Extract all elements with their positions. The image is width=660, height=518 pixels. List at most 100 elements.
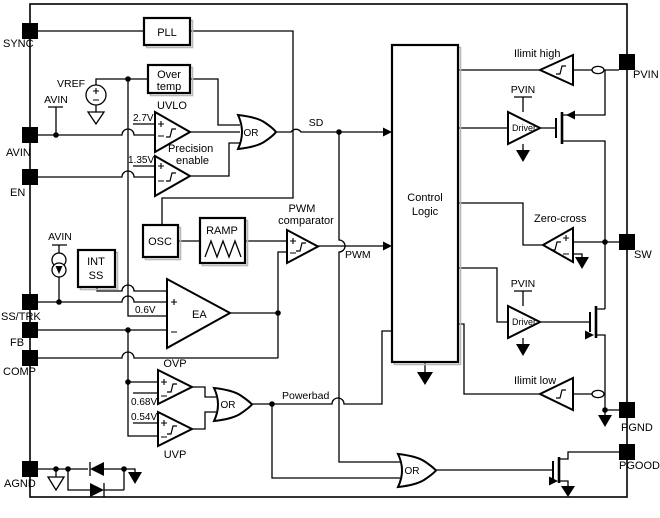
pvin-rail-label-1: PVIN xyxy=(511,84,536,96)
block-boxes xyxy=(76,16,462,366)
or1-label: OR xyxy=(244,128,259,139)
pin-label-comp: COMP xyxy=(3,366,36,378)
pin-label-sw: SW xyxy=(634,249,652,261)
pll-box xyxy=(142,16,192,47)
low-side-driver xyxy=(507,304,543,340)
driver2-label: Driver xyxy=(512,317,536,327)
uvp-comparator xyxy=(157,410,195,448)
agnd-analog-ground-icon xyxy=(46,476,66,492)
ilimit-high-comparator xyxy=(537,53,574,87)
vref-source-icon xyxy=(85,84,107,106)
pin-sync xyxy=(22,23,38,39)
ovp-comparator xyxy=(157,368,195,406)
ea-reference-label: 0.6V xyxy=(135,305,156,316)
avin-rail-label: AVIN xyxy=(44,94,68,106)
ilimit-high-label: Ilimit high xyxy=(514,48,560,60)
ovp-threshold-label: 0.68V xyxy=(131,397,157,408)
current-source-arrow xyxy=(55,266,63,274)
uvp-threshold-label: 0.54V xyxy=(131,412,157,423)
zero-cross-comparator xyxy=(540,226,574,264)
pin-label-fb: FB xyxy=(10,337,24,349)
uvlo-label: UVLO xyxy=(157,100,187,112)
pin-label-pvin: PVIN xyxy=(633,69,659,81)
pin-label-avin: AVIN xyxy=(6,147,31,159)
control-logic-label-1: Control xyxy=(407,192,442,204)
uvp-label: UVP xyxy=(164,449,187,461)
high-fet-arrow xyxy=(566,110,575,120)
pin-comp xyxy=(22,350,38,366)
pwm-comparator-label-1: PWM xyxy=(289,203,316,215)
over-temp-box xyxy=(146,63,192,95)
mosfets xyxy=(552,112,598,483)
chip-outline xyxy=(29,3,628,498)
pin-sstrk xyxy=(22,294,38,310)
enable-threshold-label: 1.35V xyxy=(128,155,154,166)
diode-right-icon xyxy=(90,483,104,497)
agnd-diodes xyxy=(90,462,104,497)
int-ss-label-1: INT xyxy=(87,256,105,268)
or3-label: OR xyxy=(405,466,420,477)
pin-en xyxy=(22,169,38,185)
pin-agnd xyxy=(22,461,38,477)
ovp-polarity xyxy=(161,379,167,397)
hysteresis-icon xyxy=(166,128,176,138)
pgood-fet-arrow xyxy=(549,476,558,486)
pwm-comparator-label-2: comparator xyxy=(278,215,334,227)
high-side-driver xyxy=(507,110,543,146)
pin-avin xyxy=(22,127,38,143)
pin-label-sstrk: SS/TRK xyxy=(1,311,41,323)
control-logic-label-2: Logic xyxy=(412,206,439,218)
ramp-label: RAMP xyxy=(206,225,238,237)
vref-analog-ground-icon xyxy=(86,111,106,126)
powerbad-or-gate xyxy=(212,386,254,423)
pwm-polarity xyxy=(290,238,296,254)
avin-rail-label-2: AVIN xyxy=(48,231,72,243)
uvp-polarity xyxy=(161,420,167,438)
control-logic-box xyxy=(390,43,460,364)
shutdown-or-gate xyxy=(236,113,278,151)
hysteresis-icon xyxy=(551,241,561,251)
int-ss-box xyxy=(76,248,117,289)
error-amplifier xyxy=(166,277,233,350)
pin-label-sync: SYNC xyxy=(3,38,34,50)
pin-pgood xyxy=(619,444,635,460)
polarity-marks xyxy=(158,121,569,438)
low-fet-arrow xyxy=(585,330,594,340)
ilimit-low-comparator xyxy=(537,376,574,412)
over-temp-label-2: temp xyxy=(157,81,181,93)
powerbad-signal-label: Powerbad xyxy=(282,390,329,402)
pwm-comparator xyxy=(286,228,321,265)
ilimit-low-label: Ilimit low xyxy=(514,375,556,387)
ea-polarity xyxy=(171,299,177,333)
pvin-rail-label-2: PVIN xyxy=(511,278,536,290)
uvlo-threshold-label: 2.7V xyxy=(133,113,154,124)
zero-cross-ground-icon xyxy=(575,257,589,269)
driver1-ground-icon xyxy=(516,150,530,162)
uvlo-polarity xyxy=(158,121,164,137)
agnd-right-ground-icon xyxy=(128,472,142,484)
hysteresis-icon xyxy=(166,172,176,182)
int-ss-label-2: SS xyxy=(89,270,104,282)
pin-sw xyxy=(619,234,635,250)
pwm-signal-label: PWM xyxy=(345,249,371,261)
arrows-and-grounds xyxy=(55,110,612,497)
pll-label: PLL xyxy=(157,27,177,39)
ilimit-low-sense-icon xyxy=(591,389,605,399)
hysteresis-icons xyxy=(166,65,566,435)
hysteresis-icon xyxy=(296,242,306,252)
uvlo-comparator xyxy=(154,110,193,154)
hysteresis-icon xyxy=(556,65,566,75)
control-logic-ground-icon xyxy=(417,372,433,385)
pin-pgnd xyxy=(619,402,635,418)
vref-source-polarity xyxy=(93,88,99,101)
pin-label-pgnd: PGND xyxy=(621,422,653,434)
zero-cross-polarity xyxy=(563,235,569,255)
hysteresis-icon xyxy=(556,389,566,399)
ea-label: EA xyxy=(192,309,207,321)
pin-label-en: EN xyxy=(10,187,25,199)
pwm-arrowhead xyxy=(383,241,392,251)
ovp-label: OVP xyxy=(163,358,186,370)
zero-cross-label: Zero-cross xyxy=(534,213,587,225)
